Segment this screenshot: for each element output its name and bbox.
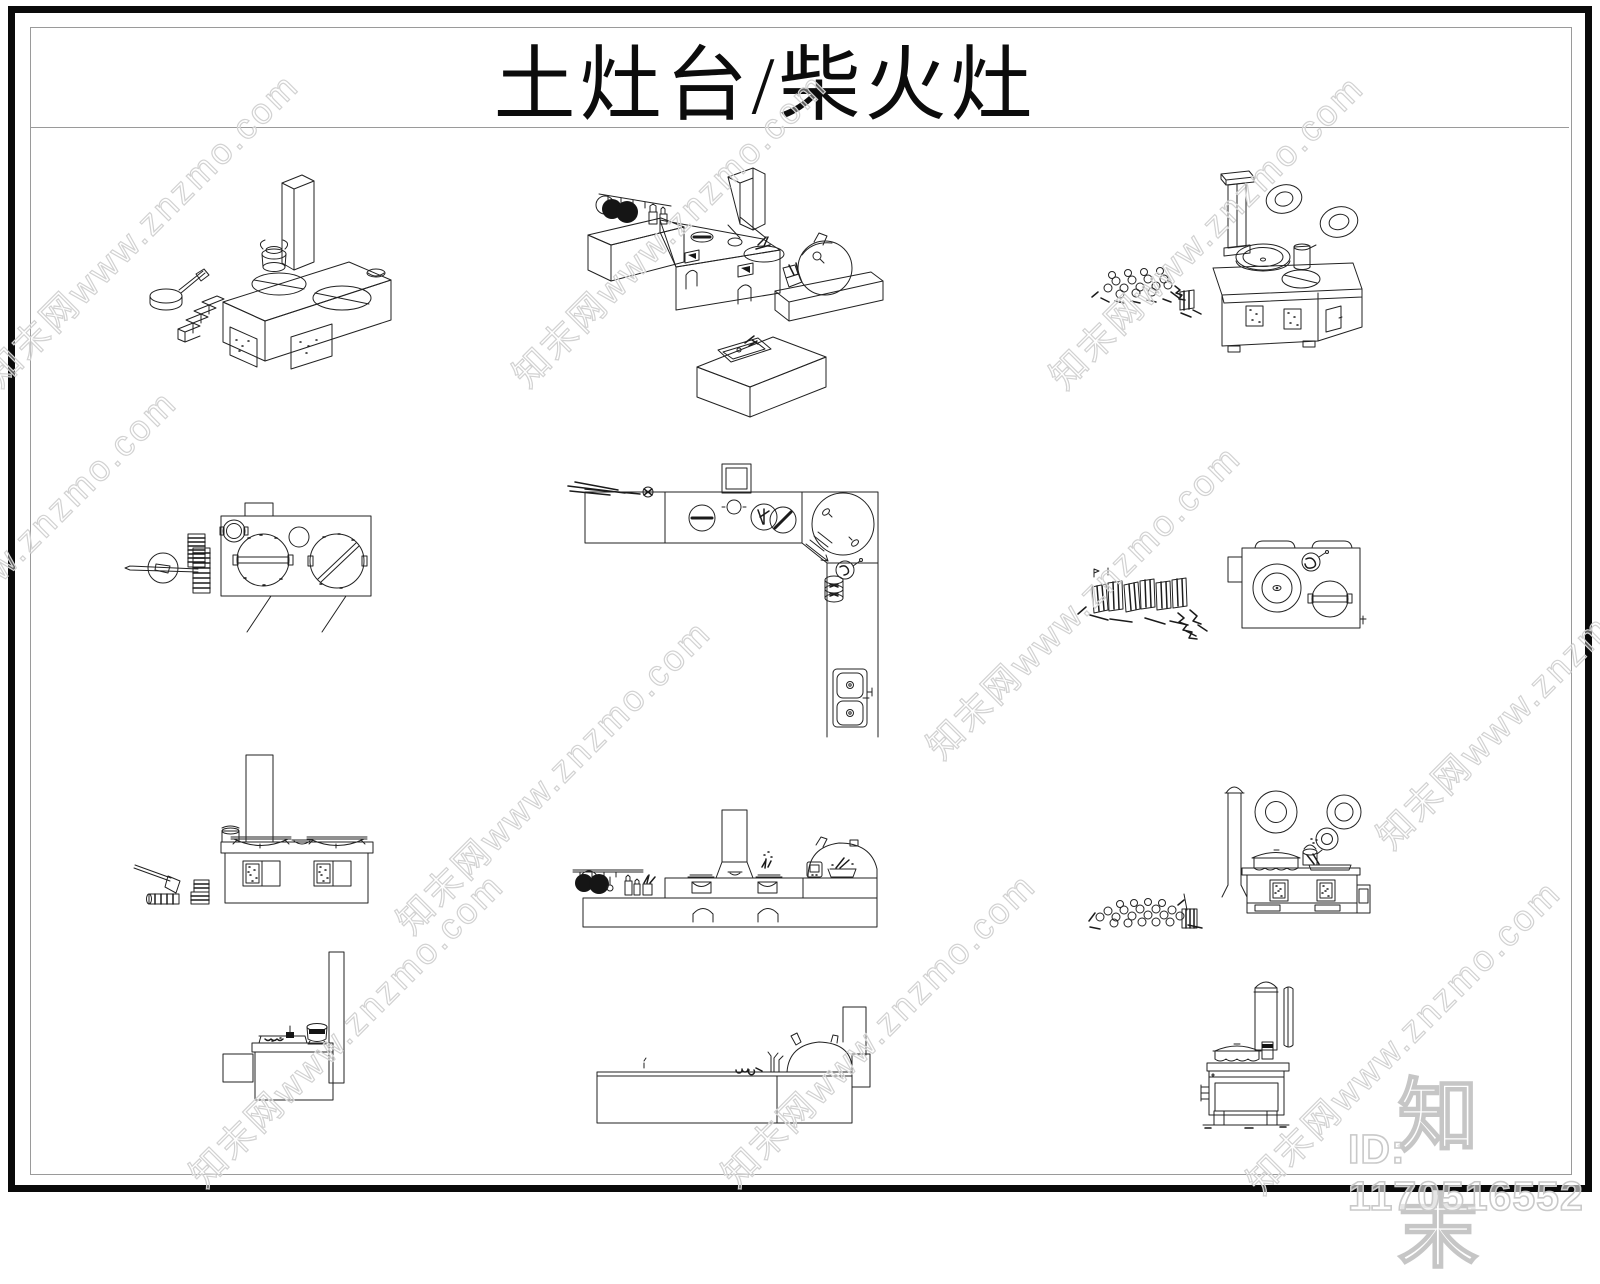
drawing-isometric-two-pot-stove: [130, 150, 420, 420]
drawing-elevation-long-counter: [540, 785, 885, 940]
page-title: 土灶台/柴火灶: [493, 40, 1037, 131]
drawing-plan-l-counter: [550, 440, 890, 740]
drawing-plan-stove-woodpile: [1050, 515, 1380, 665]
drawing-isometric-stove-woodpile: [1063, 160, 1375, 375]
drawing-side-long-counter-oven: [570, 955, 900, 1135]
drawing-isometric-l-counter: [553, 150, 895, 430]
drawing-elevation-stove-woodpile: [1070, 755, 1380, 935]
cad-sheet: 土灶台/柴火灶: [0, 6, 1600, 1278]
drawing-side-chimney-stove: [1185, 965, 1305, 1135]
title-band: 土灶台/柴火灶: [31, 28, 1569, 131]
outer-border: [8, 6, 1592, 1192]
drawing-plan-two-pot-stove: [120, 460, 410, 640]
drawing-elevation-two-pot-stove: [110, 730, 415, 935]
drawing-side-corner-stove: [190, 930, 415, 1115]
inner-border: [30, 27, 1572, 1175]
drawing-canvas: [110, 150, 1380, 1135]
